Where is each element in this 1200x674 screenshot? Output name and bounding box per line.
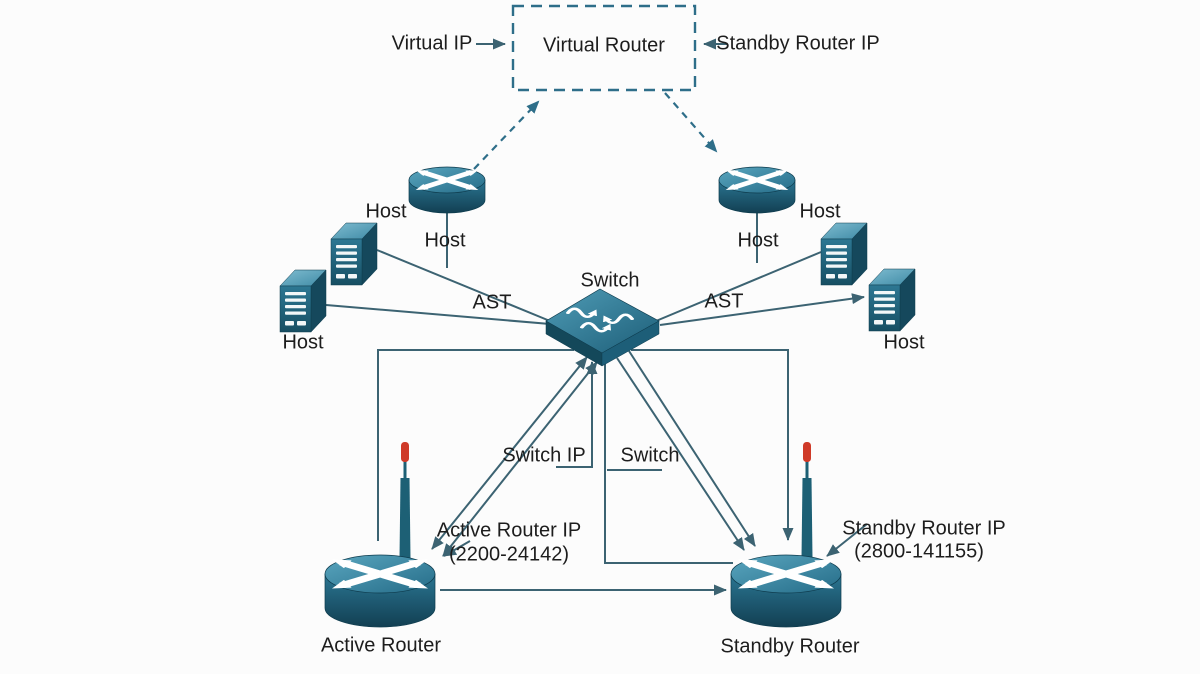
- hello-line-standby-2: [628, 350, 756, 547]
- connection-lines: [325, 38, 868, 596]
- active-router-label: Active Router: [320, 634, 442, 657]
- dashed-arrow-router1-to-box: [473, 100, 540, 170]
- switch-ip-label: Switch IP: [502, 444, 586, 467]
- host-label-upper-left: Host: [365, 200, 407, 223]
- host-label-router1: Host: [424, 229, 466, 252]
- active-router-ip-value: (2200-24142): [448, 543, 570, 566]
- standby-router-ip-top-label: Standby Router IP: [716, 32, 880, 55]
- switch-link-label: Switch: [620, 444, 680, 467]
- virtual-router-box-outline: [511, 4, 697, 92]
- ast-label-left: AST: [472, 291, 512, 314]
- standby-router-icon: [731, 555, 841, 627]
- link-server3-switch: [655, 251, 822, 322]
- antenna-icon-active: [399, 442, 411, 558]
- host-label-router2: Host: [737, 229, 779, 252]
- loop-switch-standby-arrow: [631, 349, 794, 541]
- link-server2-switch: [376, 249, 551, 322]
- active-router-icon: [325, 555, 435, 627]
- standby-router-ip-label: Standby Router IP: [842, 517, 1006, 540]
- active-ip-leader-arrow: [443, 540, 471, 557]
- host-icon-upper-right: [820, 222, 868, 286]
- loop-switch-active: [377, 349, 574, 541]
- switch-label: Switch: [580, 269, 640, 292]
- host-label-far-left: Host: [282, 331, 324, 354]
- host-icon-far-right: [868, 268, 916, 332]
- switch-link-line: [604, 363, 733, 564]
- dashed-elements: [473, 4, 718, 170]
- router-icon-top-right: [719, 167, 795, 213]
- standby-router-label: Standby Router: [720, 635, 860, 658]
- host-icon-far-left: [279, 269, 327, 333]
- hello-line-active-2: [442, 361, 598, 557]
- hello-line-standby-1: [616, 357, 745, 551]
- dashed-arrow-box-to-router2: [664, 92, 718, 153]
- virtual-ip-label: Virtual IP: [391, 32, 473, 55]
- standby-router-ip-value: (2800-141155): [854, 540, 984, 563]
- standby-ip-leader-arrow: [826, 523, 868, 557]
- host-label-upper-right: Host: [799, 200, 841, 223]
- host-icon-upper-left: [330, 222, 378, 286]
- ast-label-right: AST: [704, 290, 744, 313]
- active-router-ip-label: Active Router IP: [436, 519, 582, 542]
- virtual-router-label: Virtual Router: [543, 34, 665, 57]
- link-host1-switch: [325, 304, 551, 325]
- antenna-icon-standby: [801, 442, 813, 558]
- router-icon-top-left: [409, 167, 485, 213]
- host-label-far-right: Host: [883, 331, 925, 354]
- link-switch-host4-arrow: [659, 293, 865, 326]
- switch-icon: [545, 288, 660, 367]
